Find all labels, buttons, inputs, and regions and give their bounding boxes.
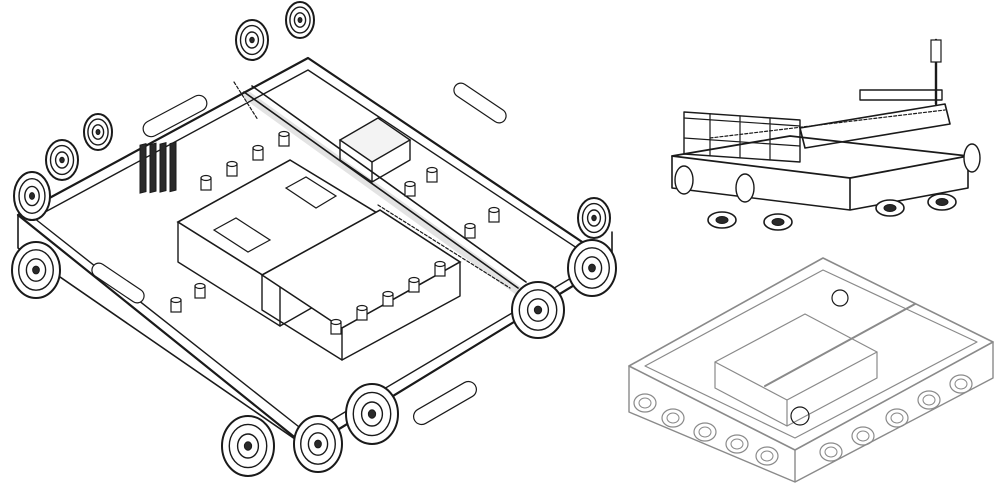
bolt-5 — [434, 260, 446, 277]
wheel-1 — [11, 241, 61, 299]
bolt-7 — [382, 290, 394, 307]
mounting-bolts — [170, 130, 500, 335]
robot-housing-wireframe-drawing — [628, 257, 994, 483]
front-electronics-box — [260, 209, 462, 361]
bolt-2 — [226, 160, 238, 177]
wheels — [11, 1, 617, 477]
bolt-10 — [404, 180, 416, 197]
lid-latch-left — [212, 217, 272, 253]
port-4 — [725, 434, 749, 454]
bolt-15 — [488, 206, 500, 223]
bolt-3 — [252, 144, 264, 161]
port-2 — [661, 408, 685, 428]
housing-walls — [628, 341, 994, 483]
main-isometric-view — [11, 1, 617, 477]
bolt-12 — [194, 282, 206, 299]
port-5 — [755, 446, 779, 466]
robot-side-drawing — [671, 38, 981, 231]
lid-latch-right — [284, 176, 338, 209]
drive-shafts — [233, 81, 527, 297]
bolt-4 — [278, 130, 290, 147]
bolt-8 — [356, 304, 368, 321]
wheel-2 — [13, 171, 51, 221]
port-6 — [819, 442, 843, 462]
housing-gear-bottom — [790, 406, 810, 426]
side-hub-left — [674, 165, 694, 195]
housing-side-ports — [633, 374, 973, 466]
wheel-11 — [235, 19, 269, 61]
wheel-6 — [293, 415, 343, 473]
wheel-8 — [511, 281, 565, 339]
wheel-7 — [345, 383, 399, 445]
bolt-14 — [464, 222, 476, 239]
bolt-9 — [330, 318, 342, 335]
port-10 — [949, 374, 973, 394]
side-top-rail — [859, 89, 943, 101]
bolt-6 — [408, 276, 420, 293]
port-9 — [917, 390, 941, 410]
wheel-4 — [83, 113, 113, 151]
bolt-1 — [200, 174, 212, 191]
side-wheel-2 — [763, 213, 793, 231]
side-wheel-1 — [707, 211, 737, 229]
port-7 — [851, 426, 875, 446]
housing-shaft — [764, 303, 916, 387]
drive-motor — [338, 117, 412, 183]
chassis-left-side-wall — [17, 214, 309, 449]
robot-chassis-isometric-drawing — [11, 1, 617, 477]
drive-chain — [377, 204, 511, 289]
side-assembly-view — [650, 28, 1000, 238]
wheel-12 — [285, 1, 315, 39]
side-raised-frame — [683, 111, 801, 163]
side-hub-mid — [735, 173, 755, 203]
wheel-3 — [45, 139, 79, 181]
side-wheel-4 — [927, 193, 957, 211]
connector-bank — [139, 141, 177, 194]
bolt-13 — [170, 296, 182, 313]
side-slots — [91, 82, 507, 426]
housing-inner-box — [714, 313, 878, 401]
bolt-11 — [426, 166, 438, 183]
port-3 — [693, 422, 717, 442]
side-wheels — [707, 193, 957, 231]
housing-gear-top — [831, 289, 849, 307]
port-8 — [885, 408, 909, 428]
side-wheel-3 — [875, 199, 905, 217]
port-1 — [633, 393, 657, 413]
side-chassis-top — [671, 135, 969, 179]
side-hub-right — [963, 143, 981, 173]
wheel-5 — [221, 415, 275, 477]
side-arm — [799, 103, 951, 149]
wheel-9 — [567, 239, 617, 297]
wheel-10 — [577, 197, 611, 239]
wireframe-housing-view — [615, 238, 1000, 483]
